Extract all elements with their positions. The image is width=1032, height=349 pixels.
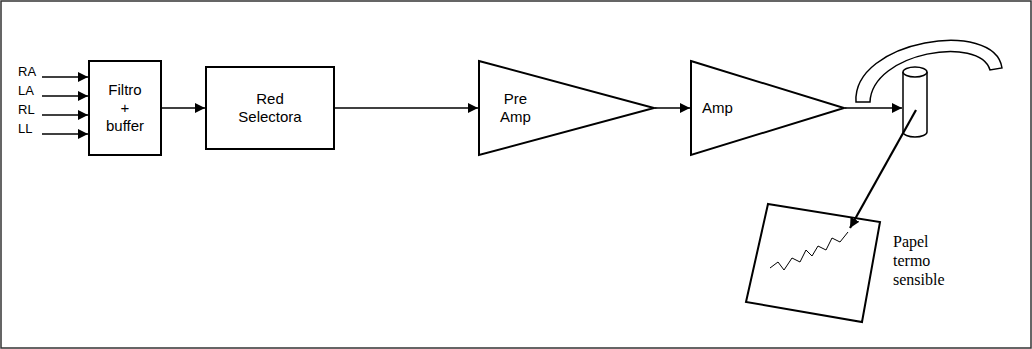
lead-label: RL: [18, 102, 35, 118]
triangle-shape: [479, 61, 654, 155]
process-box: Red Selectora: [205, 66, 335, 150]
signal-arrow: [162, 107, 205, 109]
node-label: Filtro + buffer: [106, 81, 144, 135]
triangle-shape: [691, 61, 844, 155]
input-arrow: [42, 95, 88, 96]
node-label: Pre Amp: [500, 90, 531, 126]
output-arrow: [845, 107, 902, 109]
signal-arrow: [335, 107, 478, 109]
amplifier-triangle: Pre Amp: [478, 60, 655, 156]
stylus-arrow: [850, 110, 916, 228]
lead-label: LA: [18, 83, 34, 99]
node-label: Amp: [702, 99, 733, 117]
process-box: Filtro + buffer: [88, 60, 162, 156]
input-arrow: [42, 114, 88, 115]
lead-label: RA: [18, 64, 36, 80]
paper-label: Papel termo sensible: [893, 232, 945, 290]
amplifier-triangle: Amp: [690, 60, 845, 156]
signal-arrow: [655, 107, 690, 109]
node-label: Red Selectora: [238, 90, 301, 126]
drum-guard: [856, 40, 1002, 102]
ecg-trace: [770, 232, 848, 270]
cylinder-top: [903, 67, 927, 77]
input-arrow: [42, 133, 88, 134]
lead-label: LL: [18, 121, 32, 137]
input-arrow: [42, 76, 88, 77]
thermal-paper: [746, 204, 880, 322]
